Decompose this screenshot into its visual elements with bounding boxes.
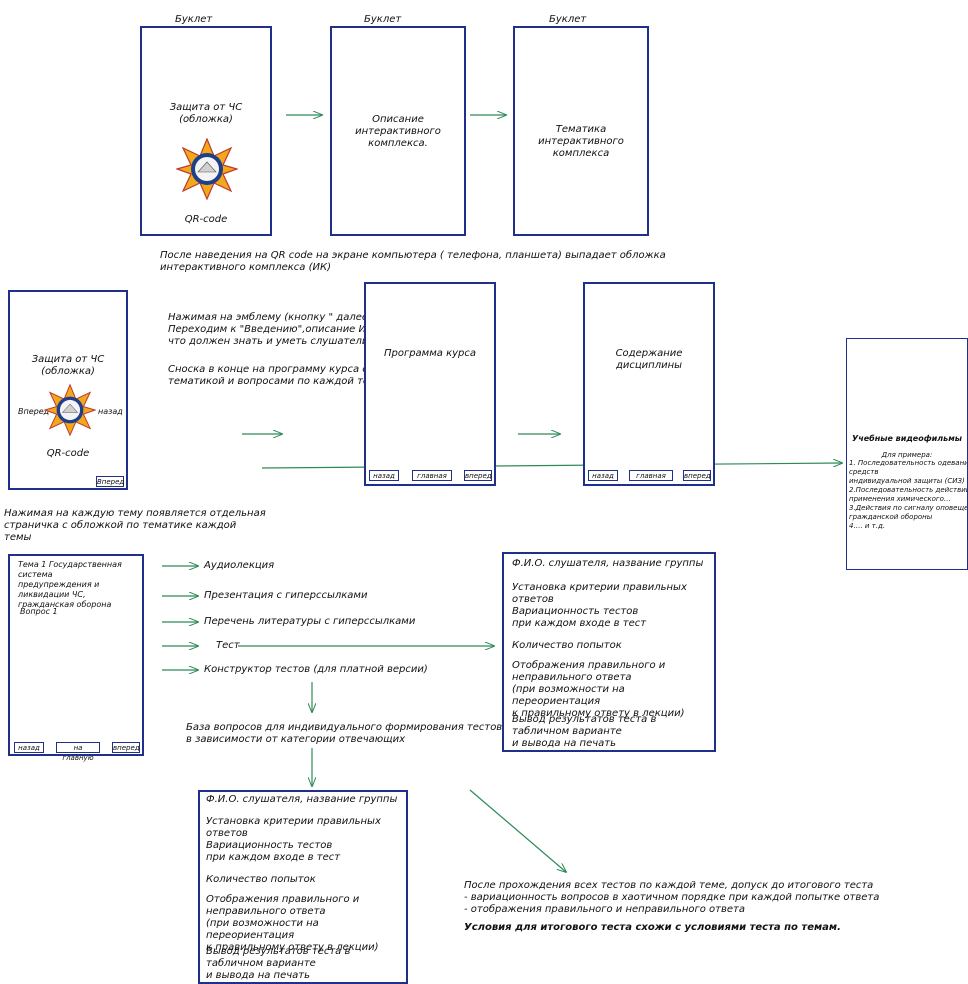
cover-screen-title: Защита от ЧС (обложка) bbox=[31, 354, 105, 377]
test-item-variation: Вариационность тестов при каждом входе в… bbox=[512, 606, 647, 629]
content-screen-title: Содержание дисциплины bbox=[615, 348, 683, 371]
emchs-emblem-icon[interactable] bbox=[176, 138, 238, 200]
booklet-cover-title: Защита от ЧС (обложка) bbox=[169, 102, 243, 125]
arrow-final bbox=[469, 789, 566, 872]
booklet-label-3: Буклет bbox=[549, 14, 587, 25]
program-back-button[interactable]: назад bbox=[369, 470, 399, 481]
booklet-themes-text: Тематика интерактивного комплекса bbox=[538, 124, 624, 159]
theme-screen-title: Тема 1 Государственная система предупреж… bbox=[18, 560, 122, 609]
constructor-item-output: Вывод результатов теста в табличном вари… bbox=[206, 946, 351, 981]
theme-item-test[interactable]: Тест bbox=[216, 640, 240, 651]
booklet-cover-code: QR-code bbox=[184, 214, 228, 225]
cover-screen-code: QR-code bbox=[46, 448, 90, 459]
cover-forward-button[interactable]: Вперед bbox=[96, 476, 125, 487]
constructor-item-fio: Ф.И.О. слушателя, название группы bbox=[206, 794, 398, 805]
final-note-bold: Условия для итогового теста схожи с усло… bbox=[464, 922, 841, 933]
booklet-themes: Тематика интерактивного комплекса bbox=[513, 26, 649, 236]
booklet-description: Описание интерактивного комплекса. bbox=[330, 26, 466, 236]
booklet-cover: Защита от ЧС (обложка) QR-code bbox=[140, 26, 272, 236]
theme-question[interactable]: Вопрос 1 bbox=[20, 607, 58, 616]
constructor-box: Ф.И.О. слушателя, название группы Устано… bbox=[198, 790, 408, 984]
caption-theme: Нажимая на каждую тему появляется отдель… bbox=[4, 508, 266, 543]
videos-list[interactable]: 1. Последовательность одевания средств и… bbox=[849, 459, 968, 530]
booklet-label-2: Буклет bbox=[364, 14, 402, 25]
content-back-button[interactable]: назад bbox=[588, 470, 618, 481]
booklet-description-text: Описание интерактивного комплекса. bbox=[355, 114, 441, 149]
constructor-item-attempts: Количество попыток bbox=[206, 874, 316, 885]
caption-base: База вопросов для индивидуального формир… bbox=[186, 722, 503, 745]
cover-back-label[interactable]: назад bbox=[98, 407, 123, 416]
test-box: Ф.И.О. слушателя, название группы Устано… bbox=[502, 552, 716, 752]
theme-back-button[interactable]: назад bbox=[14, 742, 44, 753]
content-screen: Содержание дисциплины назад главная впер… bbox=[583, 282, 715, 486]
constructor-item-display: Отображения правильного и неправильного … bbox=[206, 894, 379, 953]
program-screen-title: Программа курса bbox=[383, 348, 477, 359]
instructions-text-1: Нажимая на эмблему (кнопку " далее") Пер… bbox=[168, 312, 383, 347]
test-item-display: Отображения правильного и неправильного … bbox=[512, 660, 685, 719]
program-forward-button[interactable]: вперед bbox=[464, 470, 492, 481]
constructor-item-variation: Вариационность тестов при каждом входе в… bbox=[206, 840, 341, 863]
constructor-item-criteria: Установка критерии правильных ответов bbox=[206, 816, 381, 839]
test-item-output: Вывод результатов теста в табличном вари… bbox=[512, 714, 657, 749]
program-home-button[interactable]: главная bbox=[412, 470, 452, 481]
cover-forward-label[interactable]: Вперед bbox=[18, 407, 50, 416]
arrow-to-videos bbox=[261, 463, 842, 469]
emchs-emblem-icon[interactable] bbox=[44, 384, 96, 436]
cover-screen: Защита от ЧС (обложка) Вперед назад QR-c… bbox=[8, 290, 128, 490]
theme-home-button[interactable]: на главную bbox=[56, 742, 100, 762]
content-forward-button[interactable]: вперед bbox=[683, 470, 711, 481]
test-item-attempts: Количество попыток bbox=[512, 640, 622, 651]
final-note-text: После прохождения всех тестов по каждой … bbox=[464, 880, 880, 915]
theme-screen: Тема 1 Государственная система предупреж… bbox=[8, 554, 144, 762]
program-screen: Программа курса назад главная вперед bbox=[364, 282, 496, 486]
instructions-text-2: Сноска в конце на программу курса с тема… bbox=[168, 364, 386, 387]
theme-item-presentation[interactable]: Презентация с гиперссылками bbox=[204, 590, 368, 601]
videos-box: Учебные видеофильмы Для примера: 1. Посл… bbox=[846, 338, 968, 570]
test-item-fio: Ф.И.О. слушателя, название группы bbox=[512, 558, 704, 569]
content-home-button[interactable]: главная bbox=[629, 470, 673, 481]
videos-subtitle: Для примера: bbox=[881, 451, 933, 459]
videos-title: Учебные видеофильмы bbox=[852, 434, 962, 443]
caption-qr: После наведения на QR code на экране ком… bbox=[160, 250, 666, 273]
booklet-label-1: Буклет bbox=[175, 14, 213, 25]
test-item-criteria: Установка критерии правильных ответов bbox=[512, 582, 687, 605]
theme-forward-button[interactable]: вперед bbox=[112, 742, 140, 753]
theme-item-literature[interactable]: Перечень литературы с гиперссылками bbox=[204, 616, 416, 627]
theme-item-audio[interactable]: Аудиолекция bbox=[204, 560, 275, 571]
theme-item-constructor[interactable]: Конструктор тестов (для платной версии) bbox=[204, 664, 428, 675]
